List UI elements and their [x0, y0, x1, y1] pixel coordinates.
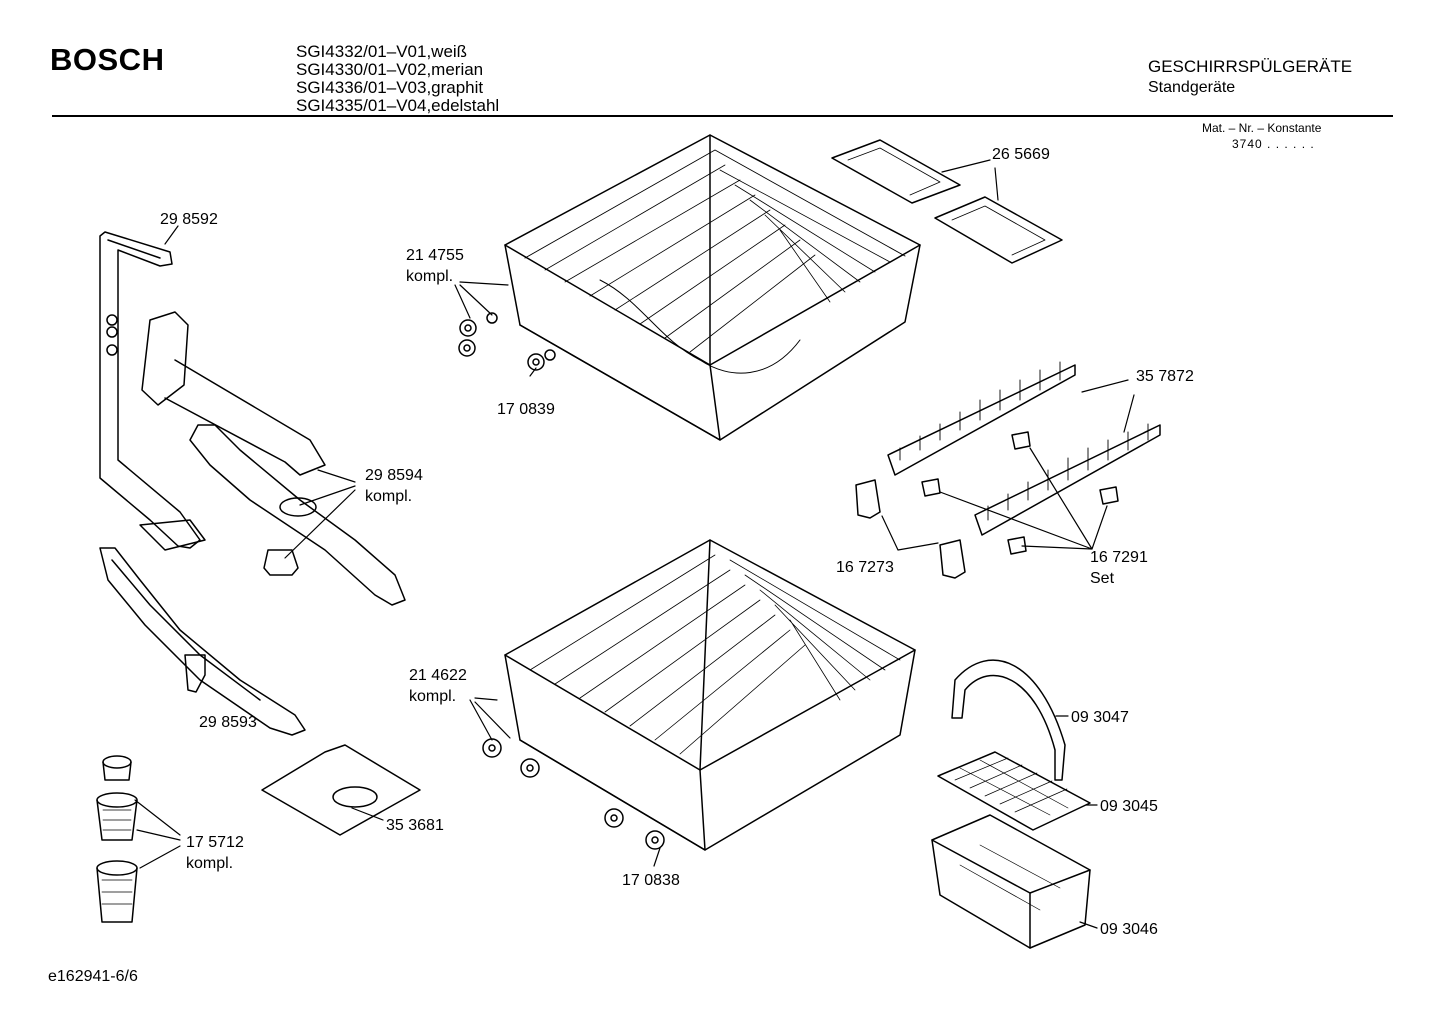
header-divider [52, 115, 1393, 117]
cup-shelf-part [831, 139, 1063, 264]
brand-logo: BOSCH [50, 42, 165, 77]
cutlery-handle-part [951, 659, 1066, 781]
upper-basket-part [504, 134, 921, 441]
part-label-353681: 35 3681 [386, 817, 444, 834]
cutlery-basket-part [931, 814, 1091, 949]
lower-basket-wheels [482, 738, 665, 850]
part-label-093046: 09 3046 [1100, 921, 1158, 938]
model-item: SGI4335/01–V04,edelstahl [296, 96, 500, 115]
cutlery-grid-part [937, 751, 1091, 831]
upper-basket-wheels [458, 312, 556, 371]
drawing-code: e162941-6/6 [48, 968, 138, 985]
material-number-value: 3740 . . . . . . [1232, 137, 1315, 151]
lower-basket-part [504, 539, 916, 851]
part-label-167273: 16 7273 [836, 559, 894, 576]
supply-pipe-part [99, 231, 206, 551]
part-label-265669: 26 5669 [992, 146, 1050, 163]
model-item: SGI4332/01–V01,weiß [296, 42, 468, 61]
category-subtitle: Standgeräte [1148, 79, 1236, 96]
category-title: GESCHIRRSPÜLGERÄTE [1148, 57, 1353, 76]
clip-parts [855, 431, 1119, 579]
lower-spray-arm-part [99, 547, 306, 736]
tine-row-part [887, 361, 1161, 536]
model-list: SGI4332/01–V01,weiß SGI4330/01–V02,meria… [296, 43, 499, 115]
part-label-093047: 09 3047 [1071, 709, 1129, 726]
part-label-170839: 17 0839 [497, 401, 555, 418]
part-label-170838: 17 0838 [622, 872, 680, 889]
part-label-093045: 09 3045 [1100, 798, 1158, 815]
microfilter-plate-part [261, 744, 421, 836]
material-number-label: Mat. – Nr. – Konstante [1202, 121, 1322, 135]
filter-assembly-part [96, 755, 138, 923]
part-label-357872: 35 7872 [1136, 368, 1194, 385]
model-item: SGI4330/01–V02,merian [296, 60, 484, 79]
model-item: SGI4336/01–V03,graphit [296, 78, 484, 97]
part-label-298593: 29 8593 [199, 714, 257, 731]
upper-spray-arm-part [141, 311, 406, 606]
part-label-298592: 29 8592 [160, 211, 218, 228]
leader-lines [134, 159, 1135, 929]
